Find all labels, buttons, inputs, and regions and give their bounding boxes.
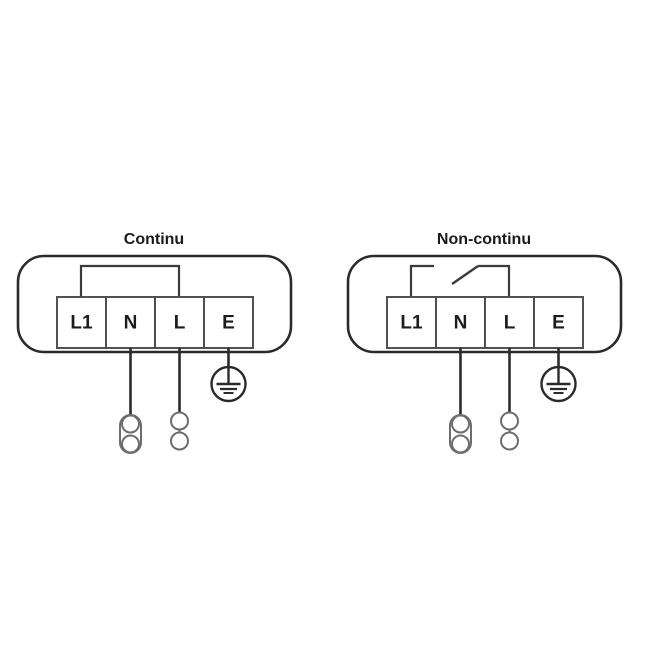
- connector-linked-pair-l-continu[interactable]: [170, 411, 189, 451]
- terminal-block-continu: L1 N L E: [56, 296, 254, 349]
- terminal-label-l: L: [504, 313, 516, 334]
- terminal-box-l1[interactable]: [386, 296, 437, 349]
- enclosure-outline-continu: [16, 254, 293, 354]
- terminal-label-l1: L1: [70, 313, 93, 334]
- terminal-label-n: N: [454, 313, 468, 334]
- bridge-link-continu: [79, 264, 181, 297]
- bridge-right-leg-non-continu: [478, 264, 511, 297]
- diagram-continu: Continu L1 N L E: [16, 231, 293, 454]
- diagram-non-continu: Non-continu L1 N L E: [346, 231, 623, 454]
- connector-bonded-pair-n-continu[interactable]: [119, 414, 142, 454]
- terminal-box-e[interactable]: [203, 296, 254, 349]
- terminal-block-non-continu: L1 N L E: [386, 296, 584, 349]
- enclosure-outline-non-continu: [346, 254, 623, 354]
- switch-blade-non-continu[interactable]: [451, 265, 479, 285]
- bridge-left-leg-non-continu: [409, 264, 434, 297]
- diagram-title-continu: Continu: [124, 231, 184, 248]
- connector-bonded-pair-n-non-continu[interactable]: [449, 414, 472, 454]
- connector-linked-pair-l-non-continu[interactable]: [500, 411, 519, 451]
- terminal-label-n: N: [124, 313, 138, 334]
- terminal-label-e: E: [222, 313, 235, 334]
- terminal-label-l1: L1: [400, 313, 423, 334]
- earth-ground-icon-non-continu: [540, 365, 577, 403]
- terminal-label-e: E: [552, 313, 565, 334]
- earth-ground-icon-continu: [210, 365, 247, 403]
- terminal-box-l1[interactable]: [56, 296, 107, 349]
- diagram-title-non-continu: Non-continu: [437, 231, 531, 248]
- terminal-label-l: L: [174, 313, 186, 334]
